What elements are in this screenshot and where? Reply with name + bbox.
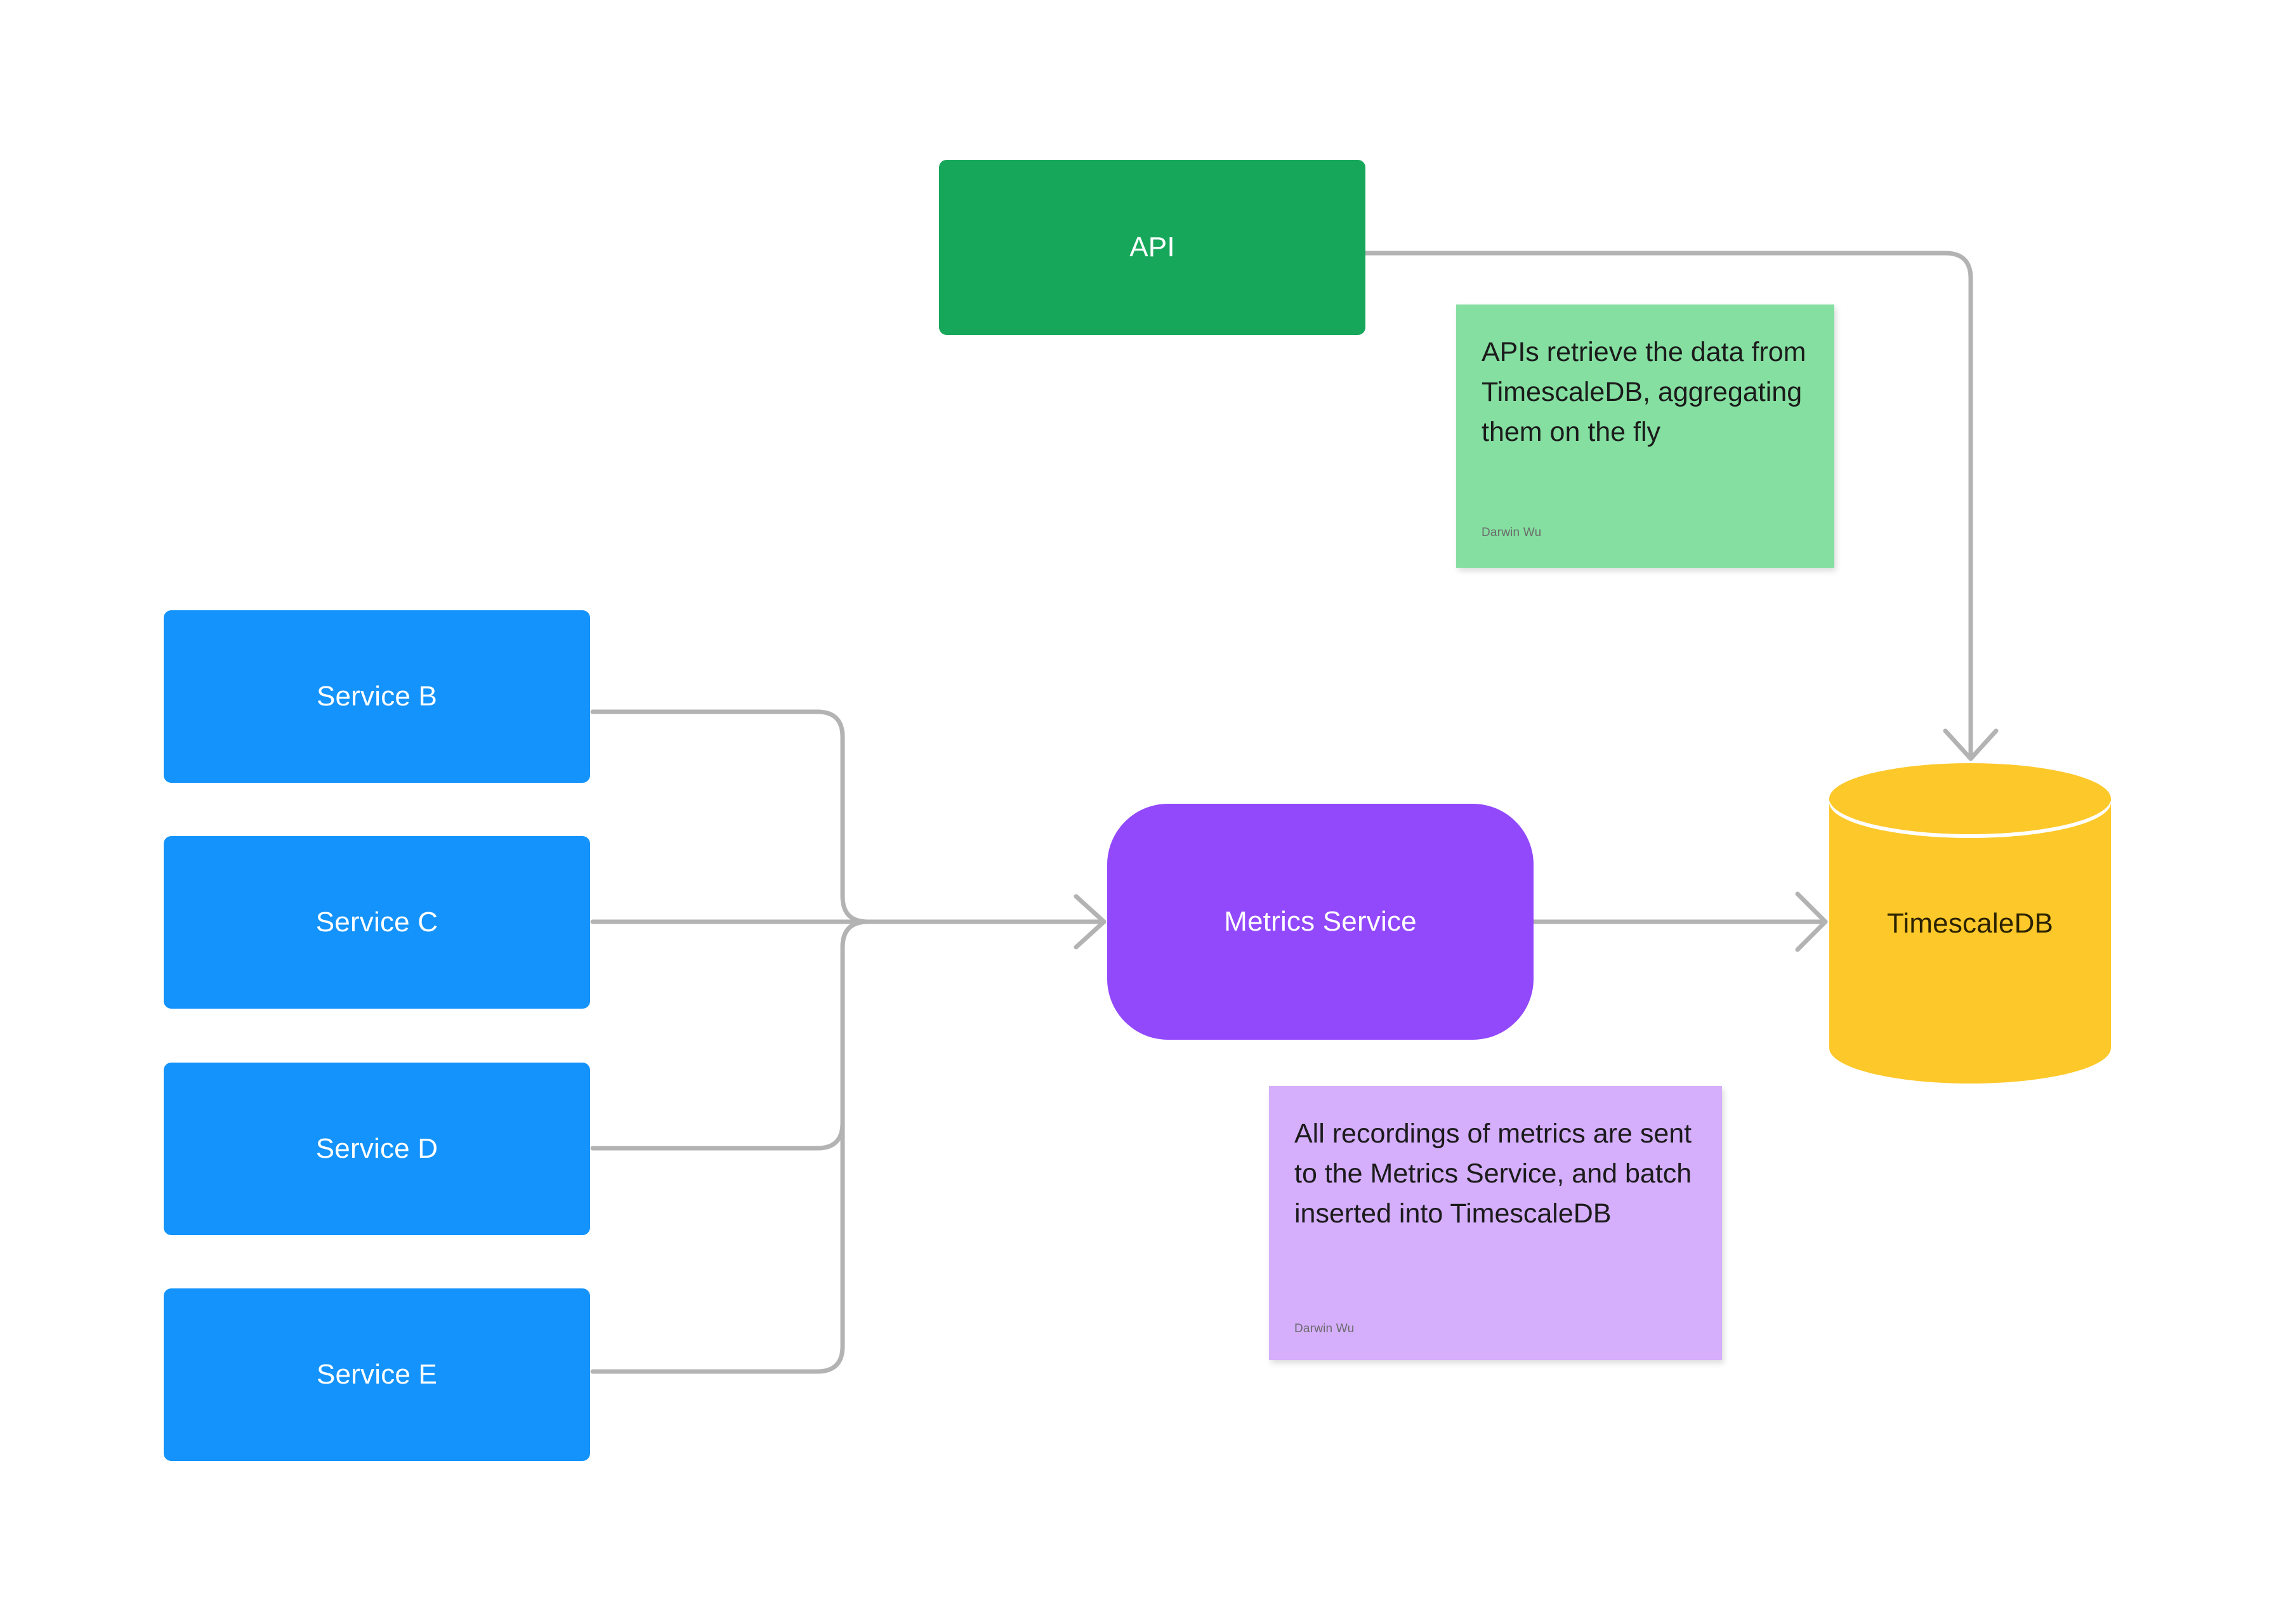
sticky-note-green-text: APIs retrieve the data from TimescaleDB,… (1482, 337, 1813, 447)
node-service-c-label: Service C (315, 906, 438, 938)
sticky-note-purple-author: Darwin Wu (1294, 1322, 1355, 1335)
node-api[interactable]: API (939, 160, 1365, 335)
node-service-b[interactable]: Service B (164, 610, 590, 783)
node-database-label: TimescaleDB (1886, 908, 2054, 939)
node-metrics-service-label: Metrics Service (1224, 905, 1417, 937)
sticky-note-purple-text: All recordings of metrics are sent to th… (1294, 1118, 1700, 1229)
node-database[interactable]: TimescaleDB (1829, 763, 2111, 1084)
node-service-d-label: Service D (315, 1132, 438, 1164)
node-metrics-service[interactable]: Metrics Service (1107, 804, 1534, 1040)
node-service-c[interactable]: Service C (164, 836, 590, 1009)
database-cylinder-icon (1829, 763, 2111, 1084)
arrowhead-services-to-metrics (1074, 894, 1107, 950)
connector-service-e-to-metrics (590, 919, 871, 1374)
connector-service-d-to-metrics (590, 919, 871, 1151)
node-service-e[interactable]: Service E (164, 1288, 590, 1461)
node-service-d[interactable]: Service D (164, 1063, 590, 1235)
connector-service-b-to-metrics (590, 709, 871, 924)
node-service-b-label: Service B (316, 680, 438, 712)
sticky-note-purple[interactable]: All recordings of metrics are sent to th… (1269, 1086, 1722, 1360)
arrowhead-api-to-database (1943, 728, 1999, 761)
sticky-note-green[interactable]: APIs retrieve the data from TimescaleDB,… (1456, 304, 1834, 568)
sticky-note-green-author: Darwin Wu (1482, 526, 1542, 539)
node-api-label: API (1129, 231, 1175, 263)
arrowhead-metrics-to-database (1795, 891, 1828, 952)
node-service-e-label: Service E (316, 1358, 438, 1390)
